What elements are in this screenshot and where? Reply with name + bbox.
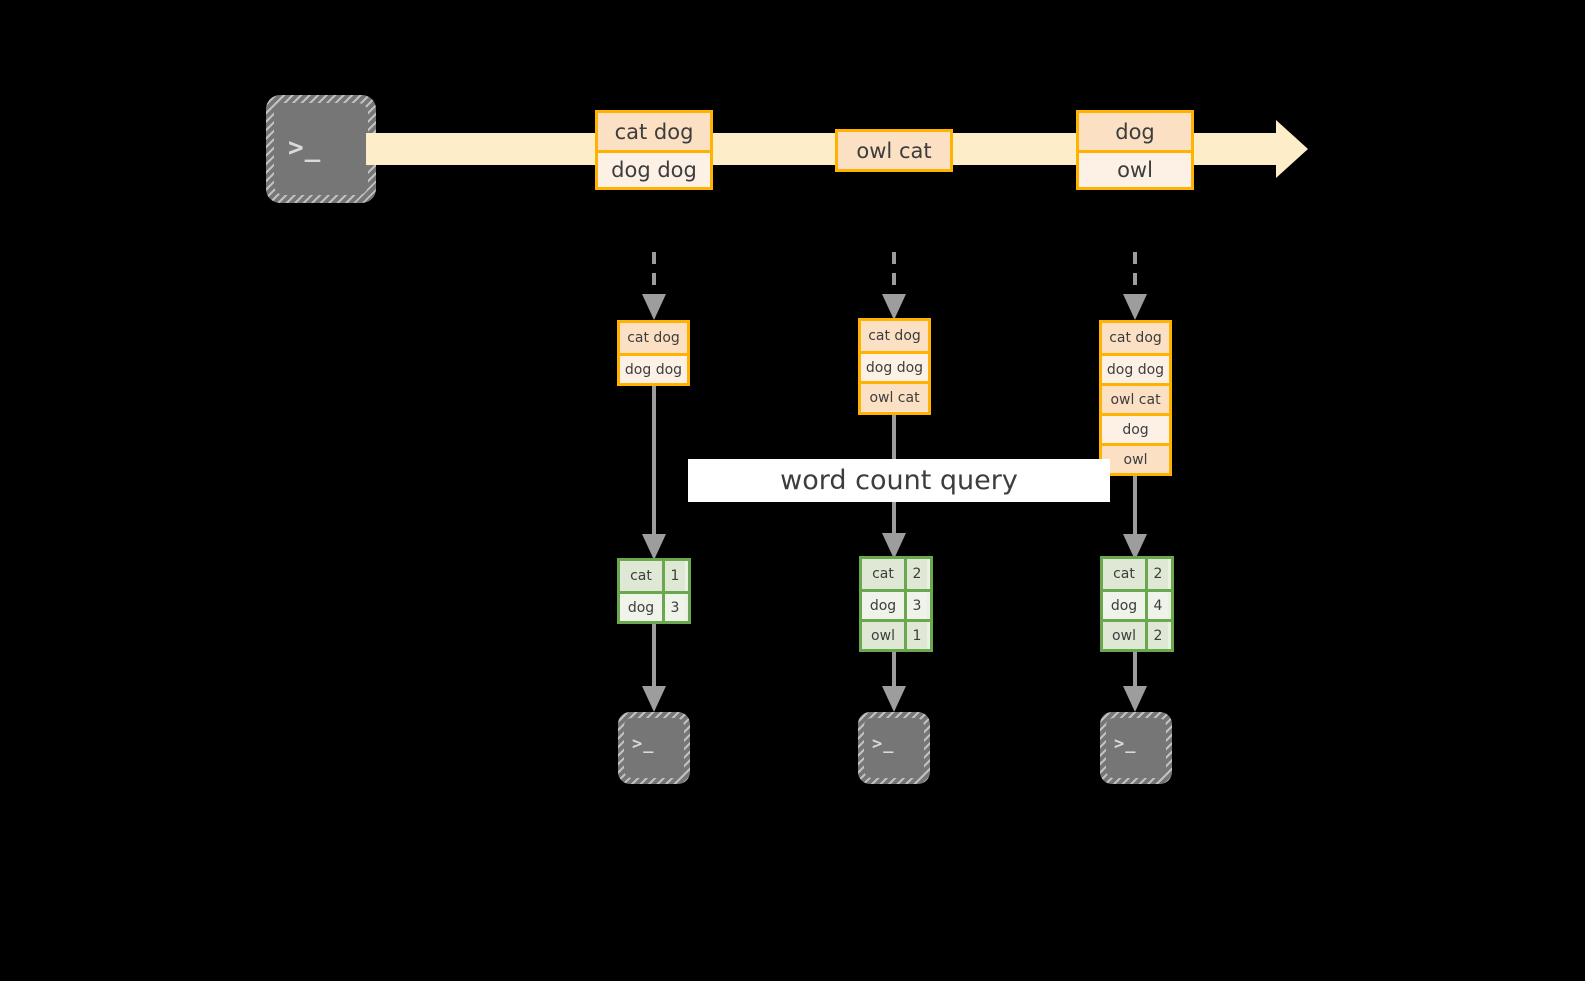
- terminal-prompt-glyph: >_: [872, 734, 895, 754]
- input-table-2: cat dog dog dog owl cat: [858, 318, 931, 415]
- result-count: 1: [904, 622, 927, 649]
- input-table-3: cat dog dog dog owl cat dog owl: [1099, 320, 1172, 476]
- input-table-2-row-2: dog dog: [861, 351, 928, 381]
- sink-terminal-3-icon: >_: [1100, 712, 1172, 784]
- result-table-2-row-1: cat 2: [862, 559, 930, 589]
- input-table-1-row-2: dog dog: [620, 353, 687, 383]
- source-terminal-icon: >_: [266, 95, 376, 203]
- result-table-1-row-2: dog 3: [620, 591, 688, 621]
- connector-result-2-to-sink-2: [876, 652, 912, 714]
- result-word: owl: [862, 622, 904, 649]
- result-word: cat: [862, 559, 904, 589]
- input-table-2-row-1: cat dog: [861, 321, 928, 351]
- result-table-1-row-1: cat 1: [620, 561, 688, 591]
- connector-result-3-to-sink-3: [1117, 652, 1153, 714]
- stream-batch-3: dog owl: [1076, 110, 1194, 190]
- input-table-3-row-3: owl cat: [1102, 383, 1169, 413]
- sink-terminal-1-icon: >_: [618, 712, 690, 784]
- terminal-prompt-glyph: >_: [1114, 734, 1137, 754]
- input-table-2-row-3: owl cat: [861, 381, 928, 411]
- input-table-3-row-5: owl: [1102, 443, 1169, 473]
- result-table-3-row-2: dog 4: [1103, 589, 1171, 619]
- result-table-1: cat 1 dog 3: [617, 558, 691, 624]
- result-table-3: cat 2 dog 4 owl 2: [1100, 556, 1174, 652]
- connector-input-3-to-result-3: [1117, 476, 1153, 562]
- stream-batch-1: cat dog dog dog: [595, 110, 713, 190]
- input-table-3-row-4: dog: [1102, 413, 1169, 443]
- result-count: 2: [1145, 622, 1168, 649]
- stream-batch-2: owl cat: [835, 129, 953, 172]
- result-word: cat: [620, 561, 662, 591]
- stream-batch-1-line-1: cat dog: [598, 113, 710, 150]
- input-table-3-row-2: dog dog: [1102, 353, 1169, 383]
- input-table-1: cat dog dog dog: [617, 320, 690, 386]
- query-label: word count query: [688, 459, 1110, 502]
- connector-result-1-to-sink-1: [636, 624, 672, 714]
- result-count: 4: [1145, 592, 1168, 619]
- result-count: 2: [904, 559, 927, 589]
- connector-input-1-to-result-1: [636, 386, 672, 562]
- stream-batch-1-line-2: dog dog: [598, 150, 710, 187]
- connector-stream-to-input-2: [876, 252, 912, 322]
- result-count: 2: [1145, 559, 1168, 589]
- result-word: cat: [1103, 559, 1145, 589]
- result-table-2-row-2: dog 3: [862, 589, 930, 619]
- result-count: 3: [904, 592, 927, 619]
- result-count: 3: [662, 594, 685, 621]
- result-table-2-row-3: owl 1: [862, 619, 930, 649]
- result-word: dog: [862, 592, 904, 619]
- result-word: owl: [1103, 622, 1145, 649]
- terminal-prompt-glyph: >_: [632, 734, 655, 754]
- result-table-3-row-1: cat 2: [1103, 559, 1171, 589]
- connector-stream-to-input-1: [636, 252, 672, 322]
- connector-stream-to-input-3: [1117, 252, 1153, 322]
- terminal-prompt-glyph: >_: [288, 133, 322, 163]
- result-word: dog: [620, 594, 662, 621]
- input-table-3-row-1: cat dog: [1102, 323, 1169, 353]
- result-table-3-row-3: owl 2: [1103, 619, 1171, 649]
- stream-batch-3-line-1: dog: [1079, 113, 1191, 150]
- result-word: dog: [1103, 592, 1145, 619]
- input-table-1-row-1: cat dog: [620, 323, 687, 353]
- stream-batch-3-line-2: owl: [1079, 150, 1191, 187]
- result-table-2: cat 2 dog 3 owl 1: [859, 556, 933, 652]
- sink-terminal-2-icon: >_: [858, 712, 930, 784]
- stream-batch-2-line-1: owl cat: [838, 132, 950, 169]
- result-count: 1: [662, 561, 685, 591]
